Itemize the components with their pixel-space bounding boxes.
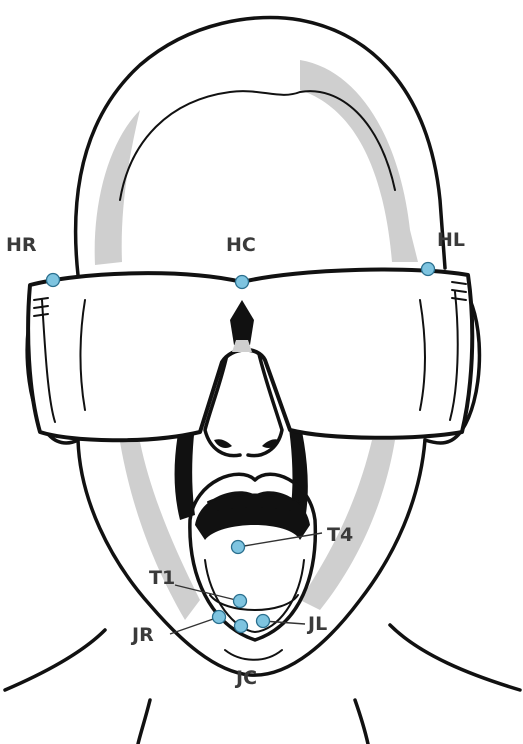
label-hl: HL — [437, 229, 465, 251]
label-t1: T1 — [149, 567, 175, 589]
leader-jr — [170, 617, 219, 634]
marker-jr[interactable] — [213, 611, 226, 624]
marker-hc[interactable] — [236, 276, 249, 289]
label-hc: HC — [226, 234, 256, 256]
marker-hr[interactable] — [47, 274, 60, 287]
marker-hl[interactable] — [422, 263, 435, 276]
label-jl: JL — [306, 613, 327, 635]
marker-jc[interactable] — [235, 620, 248, 633]
label-jc: JC — [234, 667, 257, 689]
label-jr: JR — [130, 624, 154, 646]
label-hr: HR — [6, 234, 37, 256]
marker-t4[interactable] — [232, 541, 245, 554]
marker-t1[interactable] — [234, 595, 247, 608]
safety-glasses — [28, 270, 472, 441]
leader-t4 — [238, 533, 322, 547]
marker-jl[interactable] — [257, 615, 270, 628]
label-t4: T4 — [327, 524, 353, 546]
